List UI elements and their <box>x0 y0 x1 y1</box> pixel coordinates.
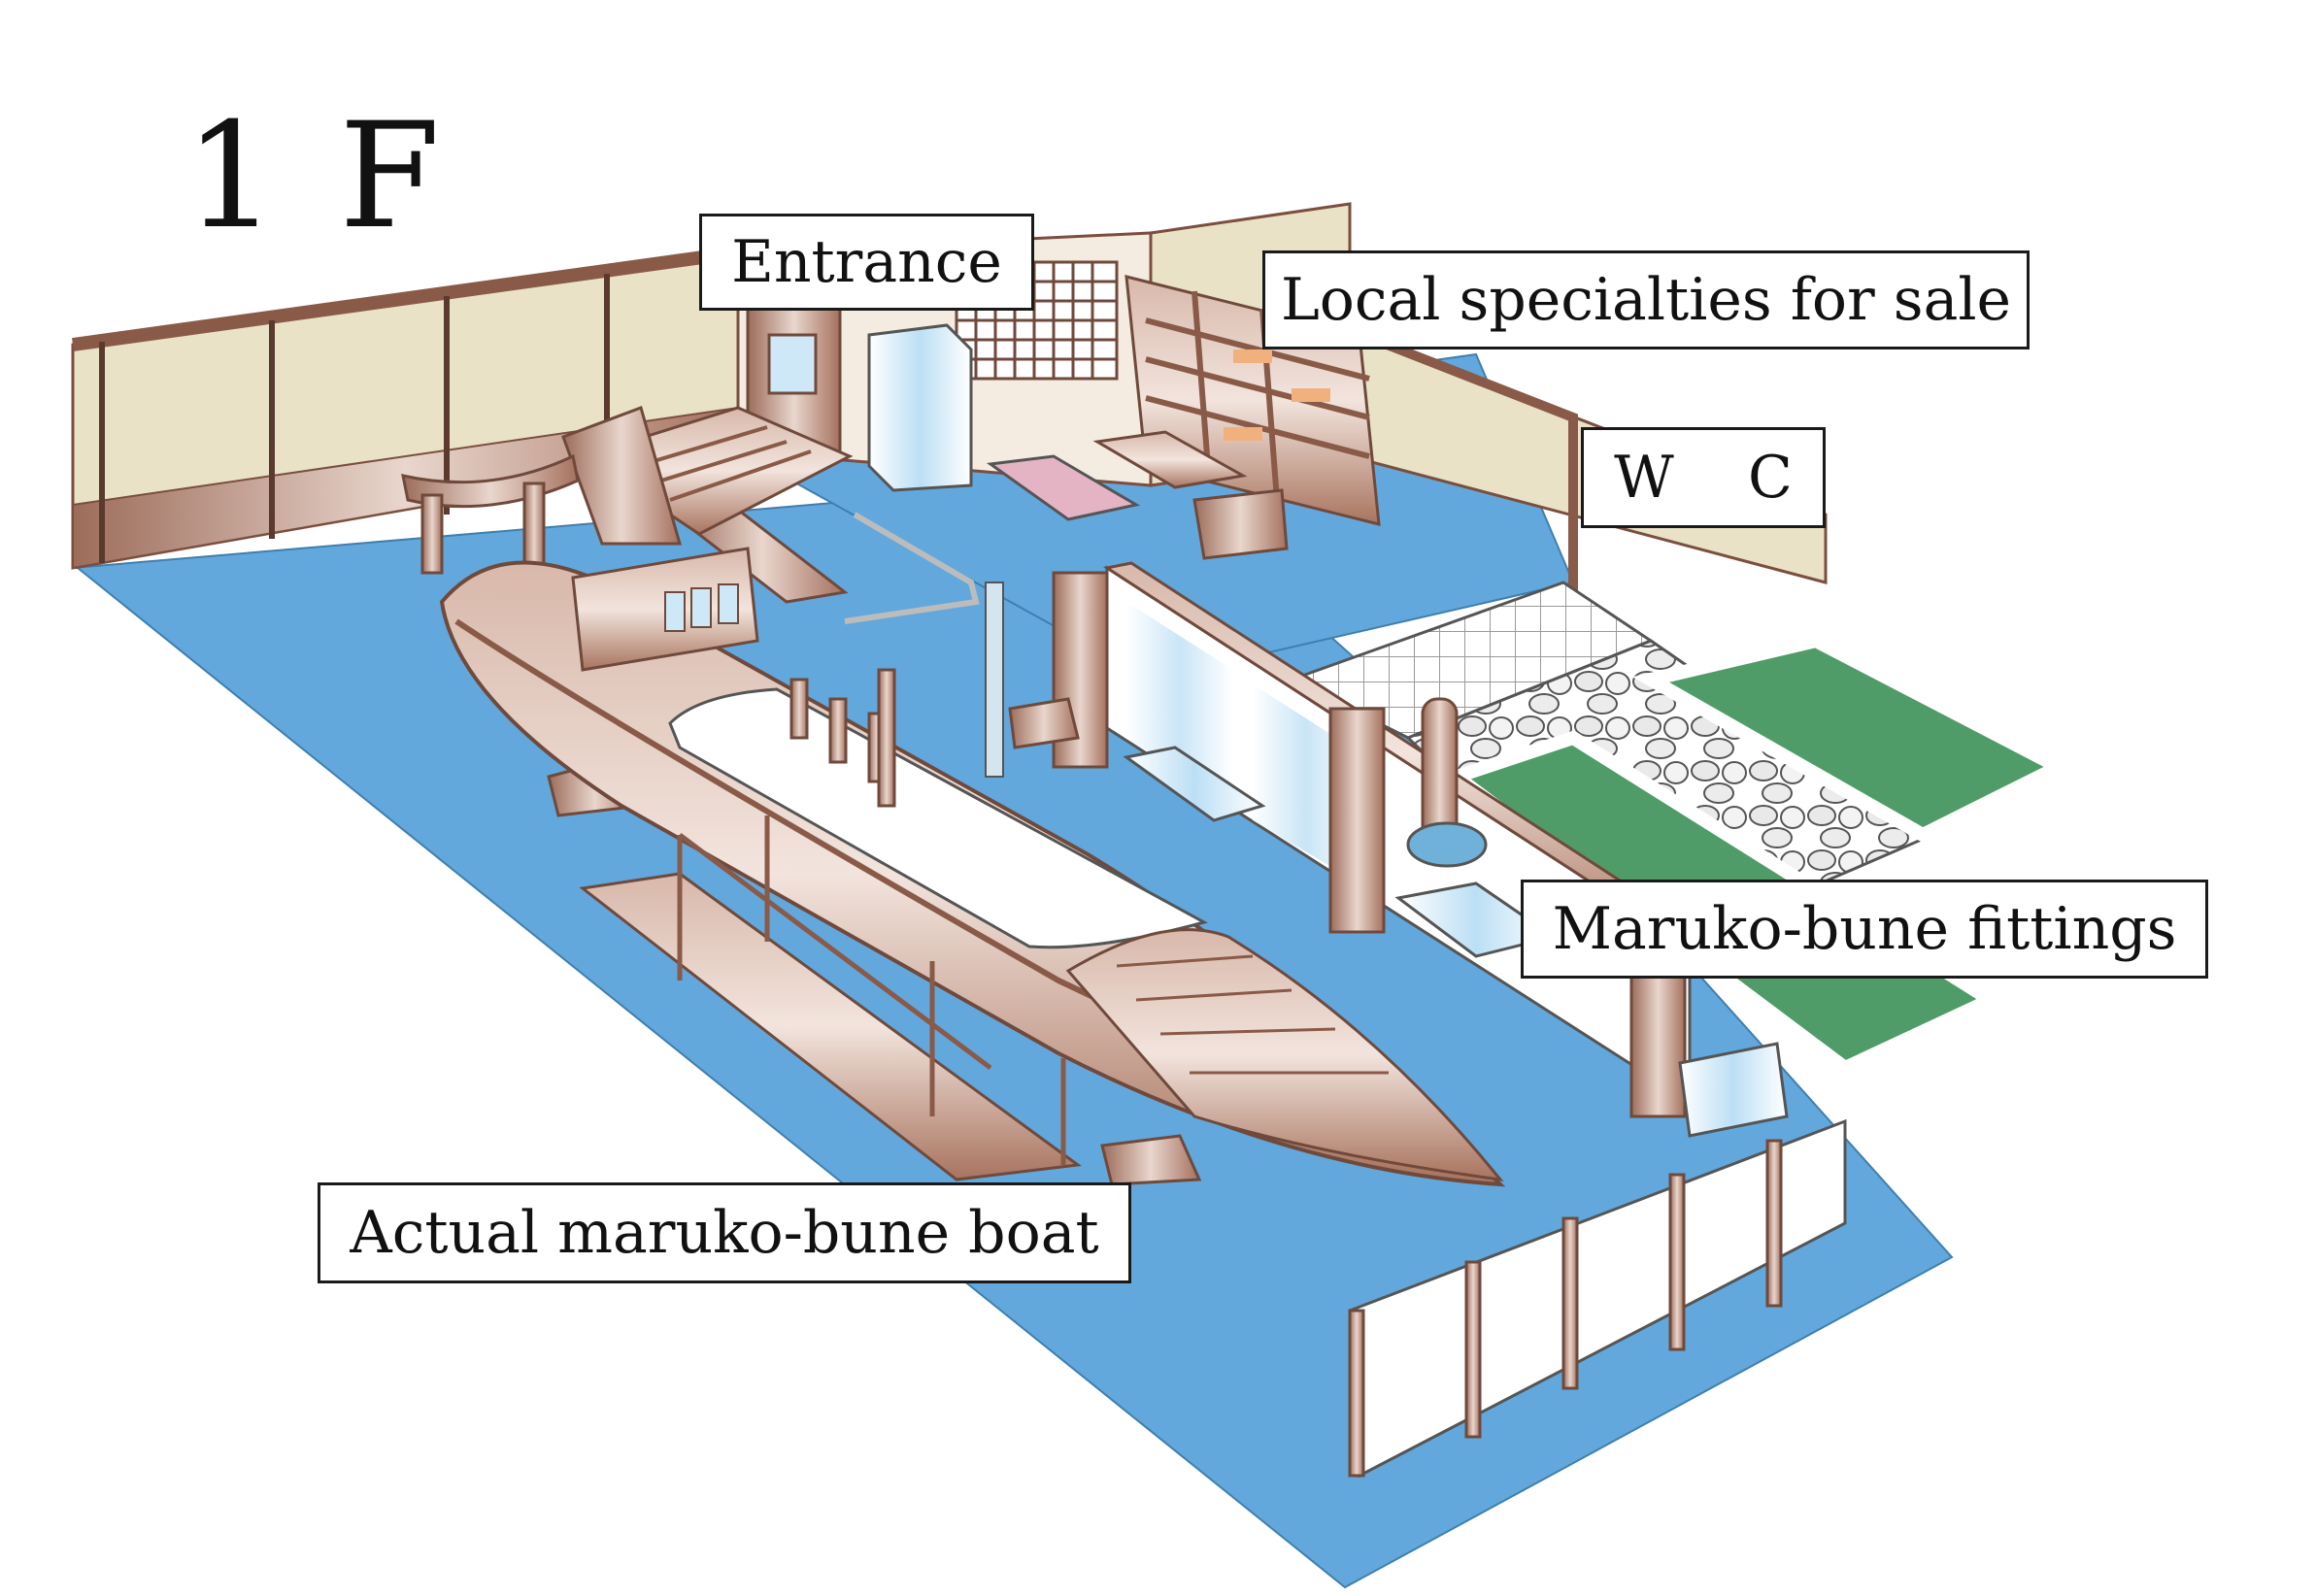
label-actual-maruko-bune-boat: Actual maruko-bune boat <box>318 1182 1131 1283</box>
label-wc: W C <box>1581 427 1826 528</box>
shop-bench <box>1192 488 1289 560</box>
boat-gangway <box>579 815 1082 1181</box>
entrance-stairs <box>561 406 854 546</box>
pipe-post <box>985 582 1004 778</box>
fittings-display-cases <box>1123 746 1789 1138</box>
fittings-sign <box>1406 821 1488 868</box>
cabin-window-1 <box>664 591 686 632</box>
cabin-window-3 <box>718 583 739 624</box>
shop-table <box>1092 430 1248 489</box>
shoji-window <box>955 260 1119 381</box>
display-case-tall <box>867 323 973 492</box>
floor-title: 1 F <box>185 92 449 261</box>
maruko-bune-boat <box>439 547 1506 1187</box>
outer-partition <box>1348 1118 1847 1479</box>
cabin-window-2 <box>690 587 712 628</box>
shop-counter-pink <box>986 454 1141 521</box>
label-maruko-bune-fittings: Maruko-bune fittings <box>1521 880 2208 979</box>
boat-gate <box>401 453 580 575</box>
lawn-right <box>1632 633 2074 843</box>
exhibit-bench <box>1008 697 1080 749</box>
entrance-window <box>767 333 818 395</box>
label-local-specialties: Local specialties for sale <box>1262 250 2030 349</box>
label-entrance: Entrance <box>699 214 1034 311</box>
small-boat-bow <box>1065 928 1504 1181</box>
